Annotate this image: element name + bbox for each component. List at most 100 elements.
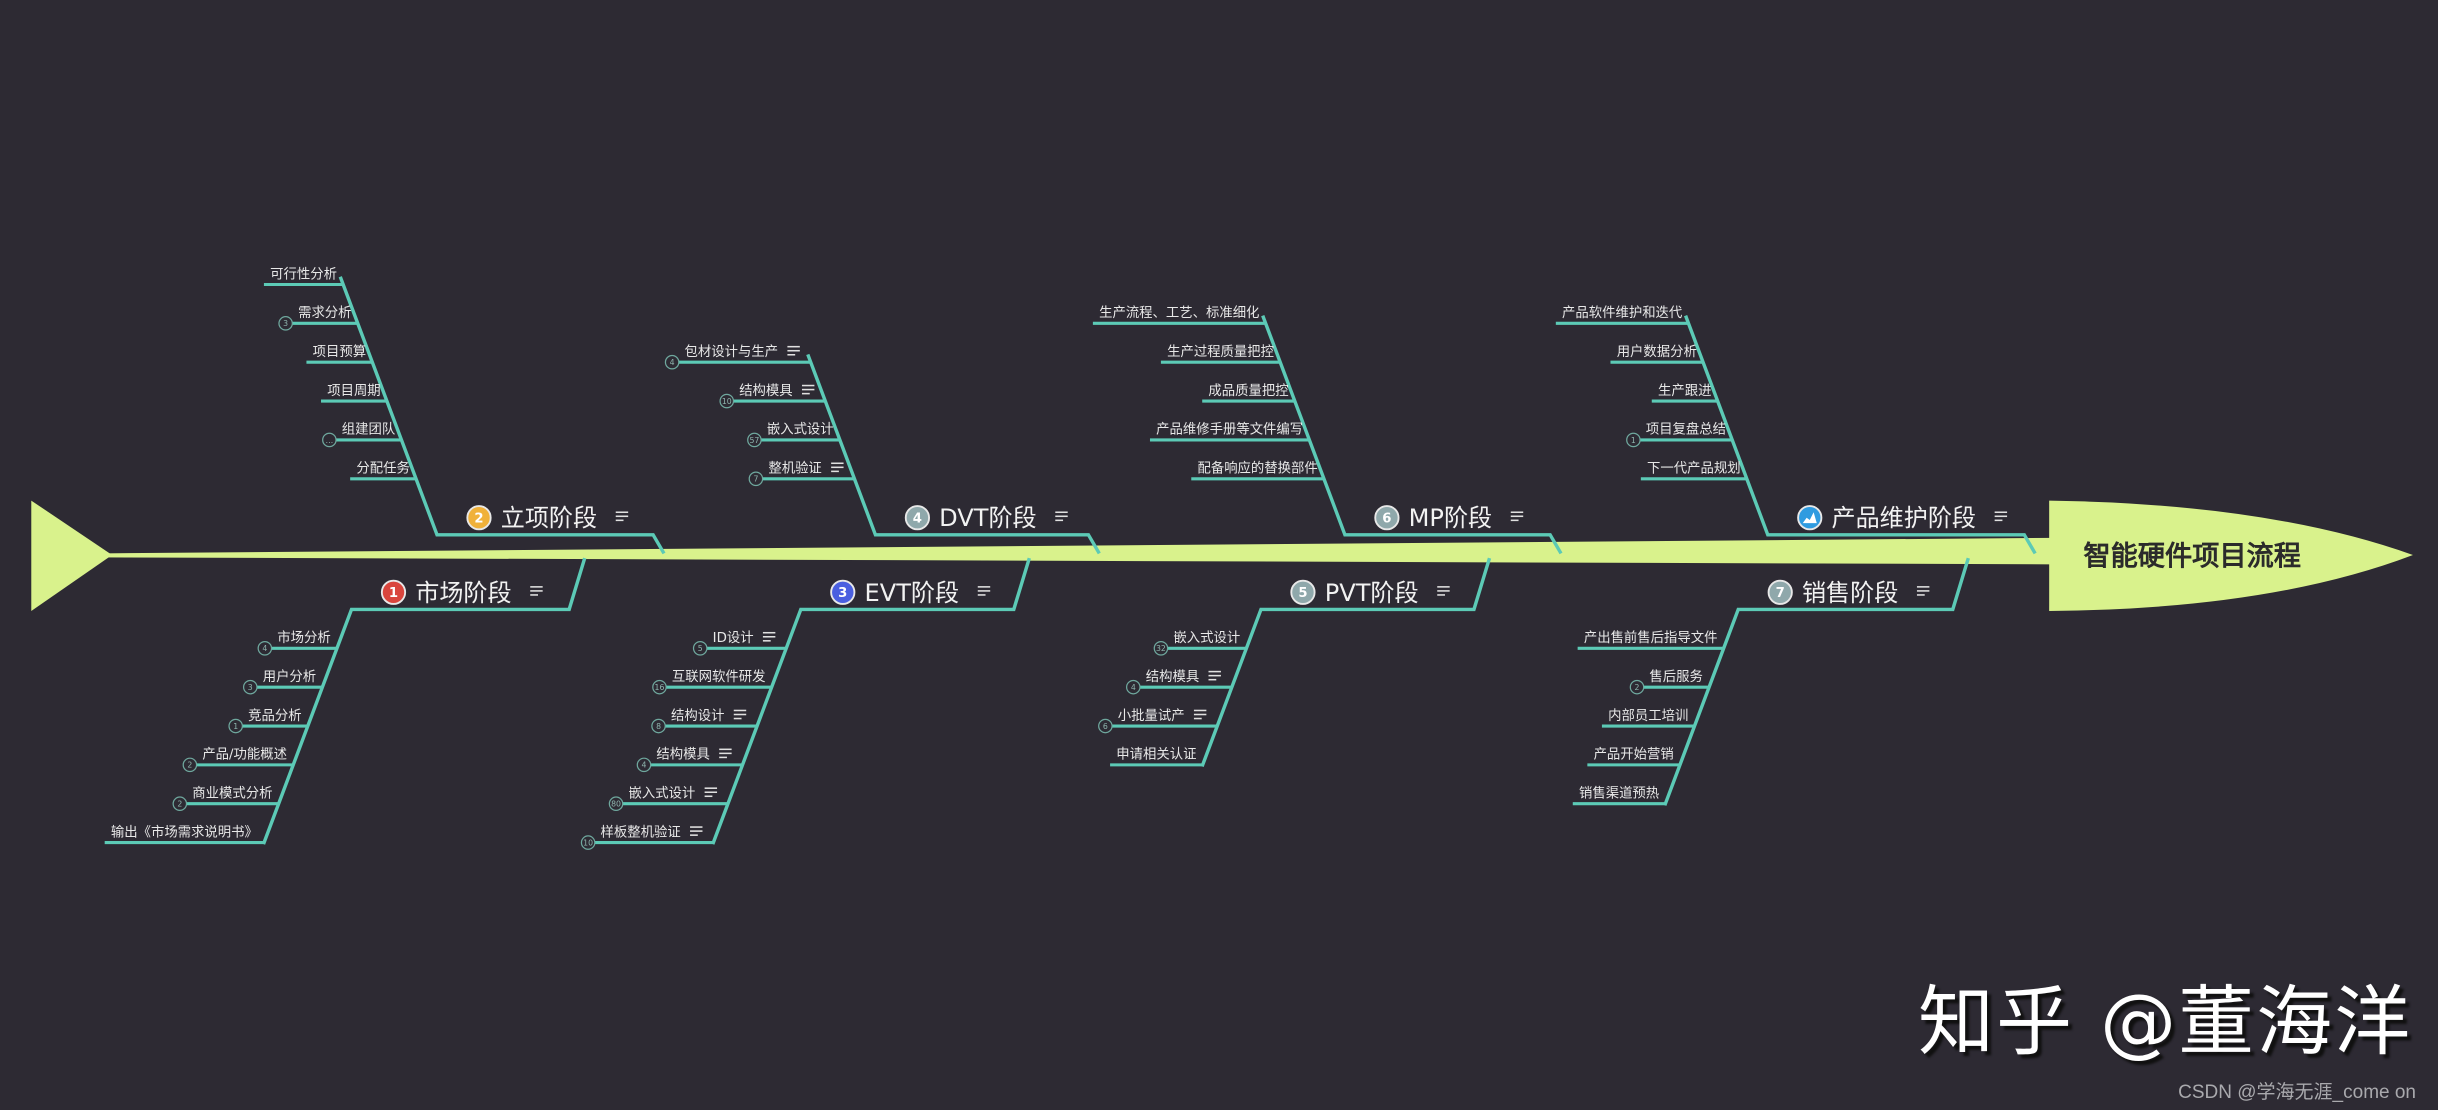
stage-title[interactable]: 产品维护阶段 (1832, 504, 1976, 532)
sub-item[interactable]: 销售渠道预热 (1572, 786, 1666, 806)
notes-icon[interactable] (1055, 511, 1068, 522)
count-badge[interactable]: 2 (1629, 679, 1645, 695)
sub-item[interactable]: 配备响应的替换部件 (1191, 460, 1324, 481)
sub-item-label: 输出《市场需求说明书》 (111, 823, 258, 840)
count-badge[interactable]: 5 (692, 640, 708, 656)
fish-head[interactable] (2049, 500, 2413, 611)
note-icon[interactable] (831, 462, 844, 473)
count-badge[interactable]: 1 (1626, 432, 1641, 448)
count-badge[interactable]: 2 (172, 796, 188, 812)
stage-title[interactable]: DVT阶段 (939, 504, 1036, 532)
sub-item[interactable]: 生产跟进 (1651, 383, 1718, 403)
count-badge[interactable]: … (322, 432, 337, 448)
count-badge[interactable]: 4 (257, 640, 273, 656)
sub-item-label: 成品质量把控 (1208, 383, 1288, 399)
svg-text:…: … (325, 436, 333, 445)
count-badge[interactable]: 2 (182, 757, 198, 773)
count-badge[interactable]: 57 (747, 432, 762, 448)
notes-icon[interactable] (1994, 511, 2008, 522)
stage-title[interactable]: PVT阶段 (1325, 579, 1419, 607)
notes-icon[interactable] (530, 586, 543, 596)
stage-title[interactable]: 销售阶段 (1802, 579, 1898, 607)
sub-item[interactable]: 项目周期 (321, 383, 387, 403)
note-icon[interactable] (1208, 670, 1221, 681)
stage-badge: 2 (466, 505, 492, 531)
svg-text:2: 2 (1635, 683, 1640, 692)
sub-item[interactable]: 产品软件维护和迭代 (1555, 305, 1689, 325)
sub-item[interactable]: 用户数据分析 (1610, 343, 1704, 364)
sub-item[interactable]: 组建团队… (322, 422, 402, 448)
stage-title[interactable]: EVT阶段 (865, 579, 960, 607)
stage-title[interactable]: 市场阶段 (415, 579, 511, 607)
count-badge[interactable]: 6 (1098, 718, 1113, 734)
count-badge[interactable]: 8 (651, 718, 666, 734)
sub-item[interactable]: 分配任务 (350, 461, 417, 481)
count-badge[interactable]: 4 (664, 354, 680, 370)
notes-icon[interactable] (1437, 586, 1450, 596)
note-icon[interactable] (787, 345, 800, 356)
count-badge[interactable]: 4 (636, 757, 652, 773)
note-icon[interactable] (690, 826, 703, 836)
count-badge[interactable]: 7 (748, 471, 764, 487)
sub-item[interactable]: 项目预算 (306, 344, 373, 364)
stage-title[interactable]: MP阶段 (1409, 504, 1492, 532)
note-icon[interactable] (733, 709, 747, 720)
sub-item[interactable]: 生产过程质量把控 (1160, 344, 1281, 364)
notes-icon[interactable] (1916, 586, 1930, 596)
sub-item[interactable]: 输出《市场需求说明书》 (104, 823, 265, 845)
sub-item[interactable]: 生产流程、工艺、标准细化 (1092, 305, 1266, 325)
notes-icon[interactable] (615, 511, 629, 522)
count-badge[interactable]: 3 (278, 316, 293, 331)
sub-item[interactable]: 申请相关认证 (1110, 747, 1203, 767)
stage-badge: 7 (1767, 579, 1793, 605)
svg-text:80: 80 (611, 800, 621, 809)
stage-title[interactable]: 立项阶段 (501, 504, 597, 532)
note-icon[interactable] (719, 748, 732, 759)
count-badge[interactable]: 80 (608, 796, 624, 812)
note-icon[interactable] (801, 384, 815, 395)
sub-item[interactable]: 产品维修手册等文件编写 (1149, 421, 1310, 442)
sub-item[interactable]: 可行性分析 (263, 266, 344, 287)
count-badge[interactable]: 32 (1153, 640, 1169, 656)
sub-item[interactable]: 产品开始营销 (1587, 747, 1680, 767)
note-icon[interactable] (704, 787, 718, 798)
sub-item[interactable]: 内部员工培训 (1601, 708, 1695, 728)
sub-item[interactable]: 下一代产品规划 (1640, 461, 1747, 481)
note-icon[interactable] (762, 631, 776, 642)
count-badge[interactable]: 3 (242, 679, 258, 695)
sub-item-label: 申请相关认证 (1116, 747, 1196, 763)
sub-item[interactable]: 成品质量把控 (1202, 383, 1295, 403)
notes-icon[interactable] (1510, 511, 1524, 522)
count-badge[interactable]: 16 (652, 679, 667, 695)
svg-text:4: 4 (642, 761, 647, 770)
diagram-title[interactable]: 智能硬件项目流程 (2083, 540, 2301, 572)
count-badge[interactable]: 10 (719, 393, 735, 409)
count-badge[interactable]: 4 (1125, 679, 1141, 695)
count-badge[interactable]: 1 (228, 718, 244, 734)
count-badge[interactable]: 10 (580, 835, 596, 850)
note-icon[interactable] (1193, 709, 1207, 720)
sub-item[interactable]: 产出售前售后指导文件 (1577, 629, 1724, 650)
notes-icon[interactable] (977, 586, 991, 596)
